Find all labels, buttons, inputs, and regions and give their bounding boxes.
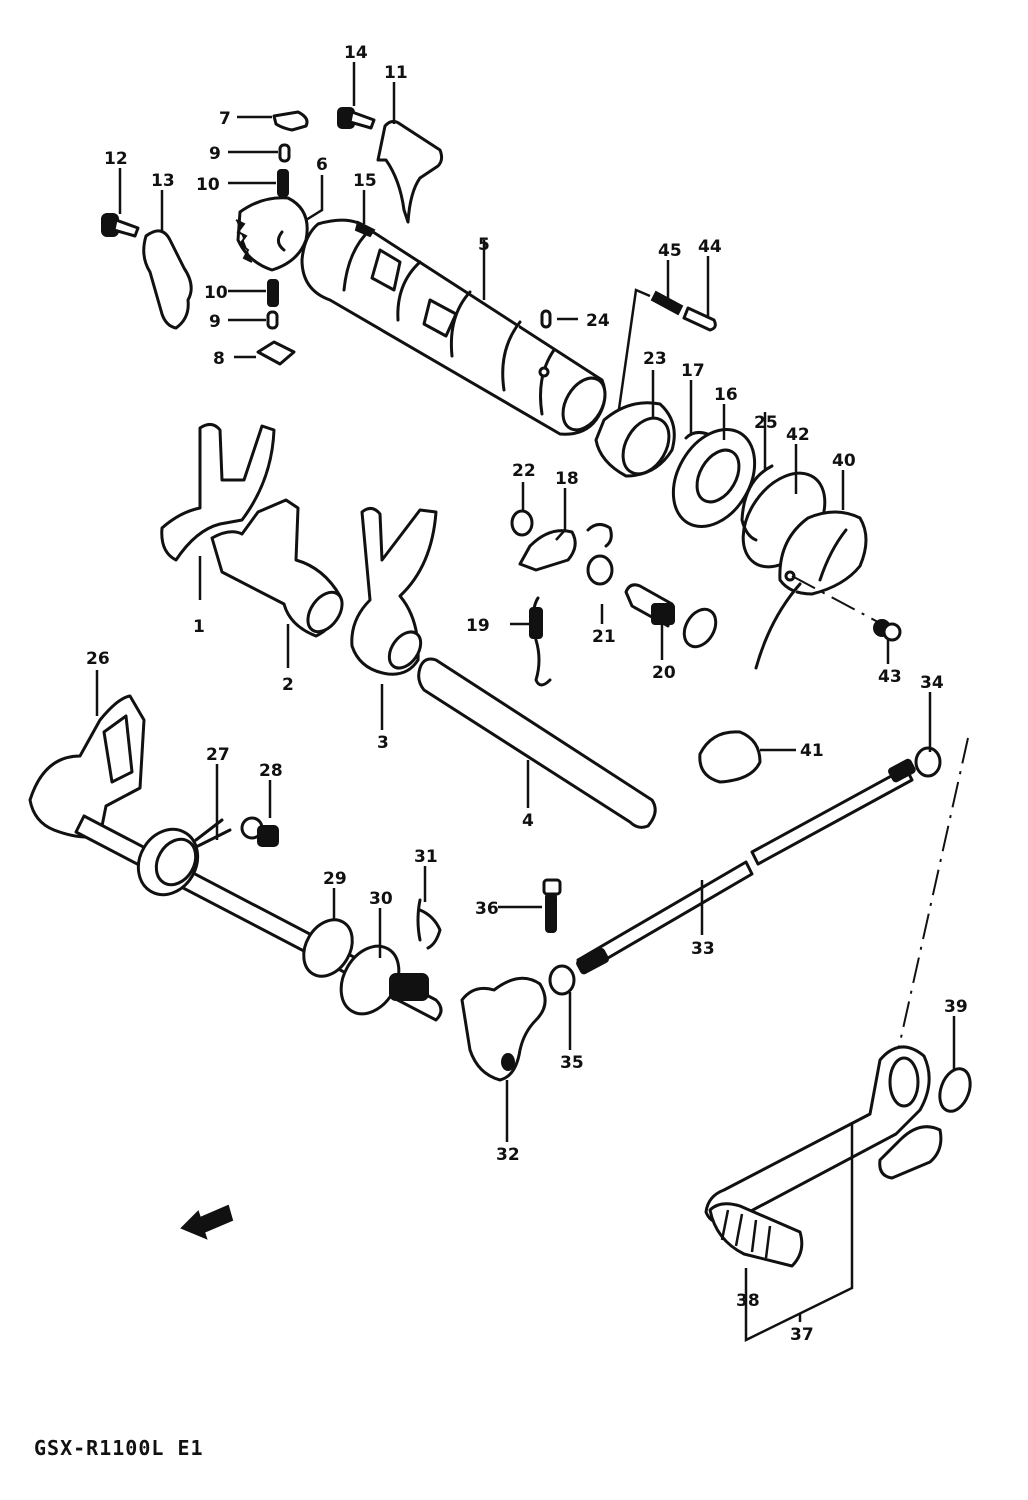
callout-11: 11: [384, 63, 408, 83]
callout-5: 5: [478, 235, 490, 255]
callout-1: 1: [193, 617, 205, 637]
callout-labels: 1 2 3 4 5 6 7 8 9 9 10 10 11 12 13 14 15…: [86, 43, 968, 1345]
callout-12: 12: [104, 149, 128, 169]
callout-16: 16: [714, 385, 738, 405]
callout-43: 43: [878, 667, 902, 687]
part-30-seal: [339, 944, 429, 1016]
part-22-washer: [510, 509, 534, 537]
part-44-pin: [682, 306, 717, 332]
callout-30: 30: [369, 889, 393, 909]
part-21-washer: [586, 554, 614, 586]
part-9-pin: [278, 143, 291, 163]
part-9-pin: [266, 310, 279, 330]
part-41-rubber: [698, 730, 762, 784]
callout-38: 38: [736, 1291, 760, 1311]
part-34-nut: [914, 746, 942, 778]
callout-33: 33: [691, 939, 715, 959]
part-35-nut: [548, 964, 576, 996]
assembly-line: [791, 575, 879, 623]
callout-23: 23: [643, 349, 667, 369]
callout-37: 37: [790, 1325, 814, 1345]
callout-10b: 10: [204, 283, 228, 303]
callout-9a: 9: [209, 144, 221, 164]
part-37-gearshift-lever: [704, 1045, 943, 1225]
part-24-pin: [540, 309, 552, 329]
callout-41: 41: [800, 741, 824, 761]
part-5-gearshift-cam: [300, 218, 607, 436]
part-16-bearing: [671, 428, 757, 528]
callout-31: 31: [414, 847, 438, 867]
part-7-cam-pawl: [272, 110, 309, 132]
part-38-footpeg-rubber: [708, 1202, 804, 1268]
assembly-line: [895, 737, 969, 1061]
assembly-line: [616, 288, 651, 417]
callout-39: 39: [944, 997, 968, 1017]
callout-18: 18: [555, 469, 579, 489]
callout-20: 20: [652, 663, 676, 683]
callout-7: 7: [219, 109, 231, 129]
part-12-screw: [101, 213, 140, 238]
callout-3: 3: [377, 733, 389, 753]
callout-45: 45: [658, 241, 682, 261]
part-36-bolt: [542, 878, 562, 933]
callout-34: 34: [920, 673, 944, 693]
part-10-spring: [277, 169, 289, 197]
callout-14: 14: [344, 43, 368, 63]
callout-35: 35: [560, 1053, 584, 1073]
callout-17: 17: [681, 361, 705, 381]
callout-4: 4: [522, 811, 534, 831]
front-direction-arrow-icon: [180, 1204, 234, 1240]
callout-28: 28: [259, 761, 283, 781]
part-31-clip: [416, 898, 442, 950]
callout-44: 44: [698, 237, 722, 257]
callout-36: 36: [475, 899, 499, 919]
part-20-bolt: [624, 583, 718, 649]
callout-9b: 9: [209, 312, 221, 332]
callout-2: 2: [282, 675, 294, 695]
callout-25: 25: [754, 413, 778, 433]
part-45-spring: [650, 290, 684, 316]
part-10-spring: [267, 279, 279, 307]
callout-6: 6: [316, 155, 328, 175]
part-32-lever: [460, 976, 547, 1082]
callout-42: 42: [786, 425, 810, 445]
part-43-bolt: [873, 619, 902, 642]
callout-40: 40: [832, 451, 856, 471]
callout-21: 21: [592, 627, 616, 647]
callout-24: 24: [586, 311, 610, 331]
callout-10a: 10: [196, 175, 220, 195]
part-40-cover: [754, 510, 868, 670]
model-code-label: GSX-R1100L E1: [34, 1436, 204, 1460]
part-39-washer: [938, 1067, 972, 1113]
part-22-washer: [586, 523, 613, 548]
part-25-circlip: [740, 464, 774, 542]
part-1-shift-fork: [160, 423, 276, 562]
part-15-pin: [354, 220, 376, 238]
part-29-collar: [302, 918, 354, 978]
callout-26: 26: [86, 649, 110, 669]
part-11-stopper-plate: [376, 119, 444, 224]
callout-29: 29: [323, 869, 347, 889]
callout-13: 13: [151, 171, 175, 191]
callout-15: 15: [353, 171, 377, 191]
leader-lines: [95, 62, 956, 1322]
part-8-guide: [256, 340, 296, 366]
callout-19: 19: [466, 616, 490, 636]
part-33-shift-rod: [576, 758, 916, 975]
part-18-plate: [518, 529, 577, 572]
callout-8: 8: [213, 349, 225, 369]
callout-27: 27: [206, 745, 230, 765]
part-4-fork-shaft: [417, 657, 657, 829]
part-14-screw: [337, 107, 376, 130]
part-6-cam-driven-gear: [235, 196, 309, 272]
part-27-return-spring: [136, 818, 232, 897]
callout-22: 22: [512, 461, 536, 481]
part-13-cam-stopper: [142, 229, 193, 330]
callout-32: 32: [496, 1145, 520, 1165]
part-28-bolt: [240, 816, 279, 847]
